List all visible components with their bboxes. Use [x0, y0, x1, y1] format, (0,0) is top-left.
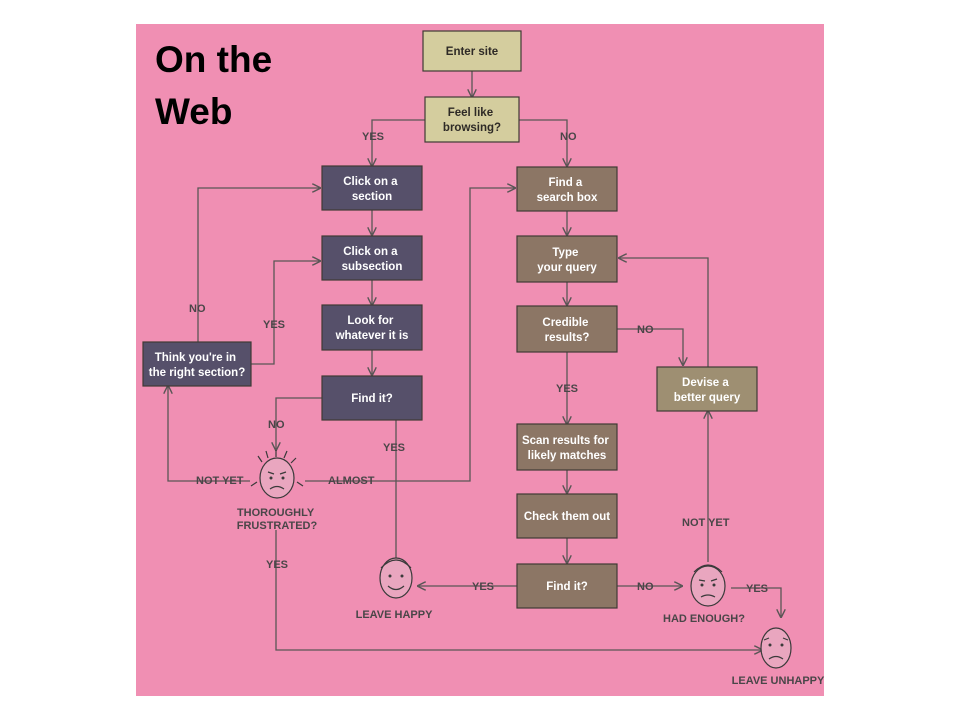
- edge-not-yet-left: [168, 386, 250, 482]
- label-yes-find-right: YES: [472, 581, 494, 593]
- label-yes-frustrated: YES: [266, 559, 288, 571]
- edge-think-yes: [251, 261, 320, 365]
- node-think-right-section: Think you're in the right section?: [142, 341, 252, 387]
- label-yes-enough: YES: [746, 583, 768, 595]
- edge-devise-to-type: [619, 258, 709, 367]
- edge-almost: [305, 188, 515, 482]
- node-click-subsection-text: Click on a subsection: [342, 246, 403, 273]
- label-yes-browse: YES: [362, 131, 384, 143]
- edge-labels: YES NO NO YES NO YES NOT YET ALMOST YES …: [189, 131, 768, 595]
- node-credible-results: Credible results?: [516, 305, 618, 353]
- node-click-section: Click on a section: [321, 165, 423, 211]
- node-look-for: Look for whatever it is: [321, 304, 423, 351]
- label-yes-credible: YES: [556, 383, 578, 395]
- face-frustrated: THOROUGHLY FRUSTRATED?: [237, 450, 318, 532]
- edge-enough-yes: [731, 587, 781, 617]
- node-scan-results-text: Scan results for likely matches: [522, 435, 612, 462]
- node-enter-site-text: Enter site: [446, 46, 498, 58]
- node-credible-results-text: Credible results?: [542, 317, 591, 344]
- node-check-them-out-text: Check them out: [524, 511, 610, 523]
- node-click-section-text: Click on a section: [343, 176, 401, 203]
- node-find-search-box-text: Find a search box: [537, 177, 598, 204]
- node-find-search-box: Find a search box: [516, 166, 618, 212]
- label-no-find-right: NO: [637, 581, 654, 593]
- label-not-yet-right: NOT YET: [682, 517, 730, 529]
- caption-unhappy: LEAVE UNHAPPY: [732, 675, 825, 687]
- label-almost: ALMOST: [328, 475, 375, 487]
- edge-browse-no: [519, 119, 567, 166]
- node-feel-like-browsing: Feel like browsing?: [424, 96, 520, 143]
- node-type-query-text: Type your query: [537, 247, 597, 274]
- node-devise-better-query-text: Devise a better query: [674, 377, 741, 404]
- edges: [168, 71, 781, 650]
- slide-title: On the Web: [155, 34, 272, 138]
- node-enter-site: Enter site: [422, 30, 522, 72]
- node-devise-better-query: Devise a better query: [656, 366, 758, 412]
- node-find-it-right: Find it?: [516, 563, 618, 609]
- face-had-enough: HAD ENOUGH?: [663, 564, 745, 625]
- node-find-it-right-text: Find it?: [546, 581, 588, 593]
- edge-credible-no: [617, 328, 683, 365]
- label-no-browse: NO: [560, 131, 577, 143]
- caption-had-enough: HAD ENOUGH?: [663, 613, 745, 625]
- edge-find-left-no: [276, 397, 322, 450]
- slide-title-line2: Web: [155, 91, 233, 132]
- node-scan-results: Scan results for likely matches: [516, 423, 618, 471]
- node-check-them-out: Check them out: [516, 493, 618, 539]
- label-yes-find-left: YES: [383, 442, 405, 454]
- face-happy: LEAVE HAPPY: [356, 557, 433, 621]
- label-no-credible: NO: [637, 324, 654, 336]
- node-find-it-left: Find it?: [321, 375, 423, 421]
- slide-title-line1: On the: [155, 39, 273, 80]
- caption-frustrated: THOROUGHLY FRUSTRATED?: [237, 507, 318, 532]
- label-not-yet-left: NOT YET: [196, 475, 244, 487]
- label-yes-think: YES: [263, 319, 285, 331]
- node-look-for-text: Look for whatever it is: [335, 315, 409, 342]
- node-type-query: Type your query: [516, 235, 618, 283]
- node-think-right-section-text: Think you're in the right section?: [149, 352, 245, 379]
- node-click-subsection: Click on a subsection: [321, 235, 423, 281]
- label-no-think: NO: [189, 303, 206, 315]
- node-find-it-left-text: Find it?: [351, 393, 393, 405]
- edge-frustrated-yes: [275, 530, 762, 650]
- edge-browse-yes: [372, 119, 425, 166]
- label-no-find-left: NO: [268, 419, 285, 431]
- edge-think-no: [197, 188, 320, 342]
- node-feel-like-browsing-text: Feel like browsing?: [443, 107, 501, 134]
- face-unhappy: LEAVE UNHAPPY: [732, 627, 825, 687]
- caption-happy: LEAVE HAPPY: [356, 609, 433, 621]
